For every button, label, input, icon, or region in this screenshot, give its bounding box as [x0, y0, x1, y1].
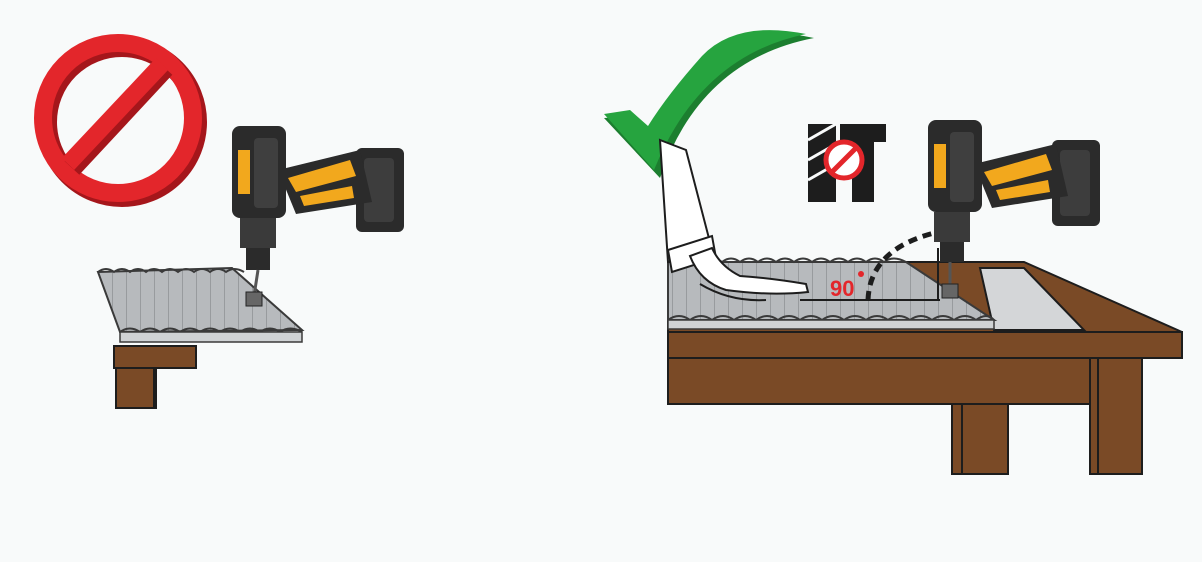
corrugated-sheet — [98, 268, 302, 342]
angle-label: 90 — [830, 276, 854, 301]
no-angled-drilling-icon — [808, 124, 886, 202]
correct-method-panel: 90 — [604, 30, 1182, 474]
prohibition-icon — [43, 43, 197, 197]
checkmark-icon — [604, 30, 814, 178]
wrong-method-panel — [43, 43, 404, 408]
short-table — [114, 346, 196, 408]
power-drill-icon — [232, 126, 404, 306]
